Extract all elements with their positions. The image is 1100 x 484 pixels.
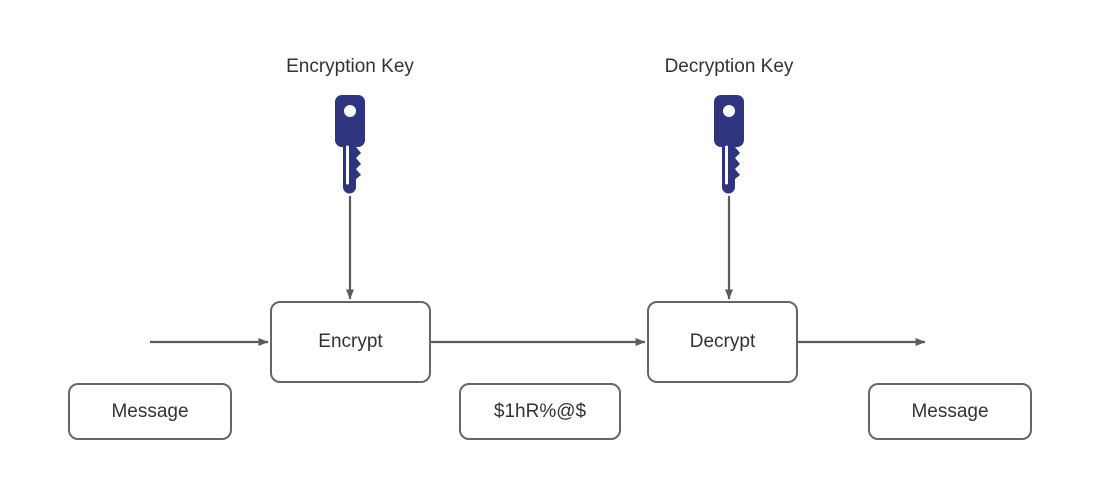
input-message-box[interactable]: Message [68, 383, 232, 440]
encryption-key-label: Encryption Key [286, 56, 414, 77]
decryption-key-label: Decryption Key [664, 56, 794, 77]
decryption-key-icon [705, 95, 753, 197]
encrypt-box[interactable]: Encrypt [270, 301, 431, 383]
decrypt-box[interactable]: Decrypt [647, 301, 798, 383]
ciphertext-box[interactable]: $1hR%@$ [459, 383, 621, 440]
output-message-box[interactable]: Message [868, 383, 1032, 440]
encryption-key-icon [326, 95, 374, 197]
